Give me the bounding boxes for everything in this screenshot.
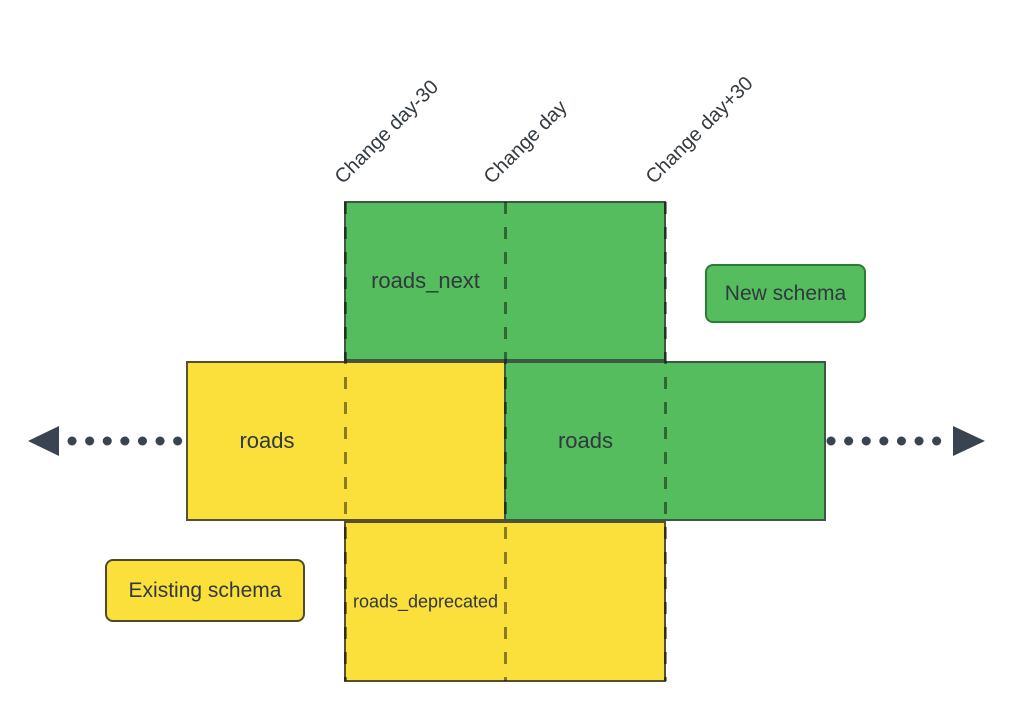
- legend-existing-schema-label: Existing schema: [128, 578, 282, 602]
- legend-existing-schema: Existing schema: [105, 559, 305, 622]
- arrowhead-left-icon: [28, 426, 59, 456]
- legend-new-schema-label: New schema: [724, 281, 847, 305]
- box-roads-new: roads: [504, 361, 826, 521]
- timeline-label-change-day-plus-30: Change day+30: [641, 72, 758, 189]
- box-roads-existing-label: roads: [239, 428, 295, 453]
- legend-new-schema: New schema: [705, 264, 866, 323]
- timeline-arrow-right: [826, 426, 985, 456]
- timeline-label-change-day-minus-30: Change day-30: [330, 76, 444, 189]
- timeline-label-change-day: Change day: [479, 96, 572, 189]
- timeline-arrow-left: [28, 426, 192, 456]
- box-roads-new-label: roads: [557, 428, 614, 453]
- box-roads-deprecated-label: roads_deprecated: [352, 591, 499, 611]
- box-roads-deprecated: roads_deprecated: [344, 521, 666, 682]
- box-roads-next-label: roads_next: [371, 268, 480, 293]
- box-roads-next: roads_next: [344, 201, 666, 361]
- box-roads-existing: roads: [186, 361, 506, 521]
- arrowhead-right-icon: [953, 426, 985, 456]
